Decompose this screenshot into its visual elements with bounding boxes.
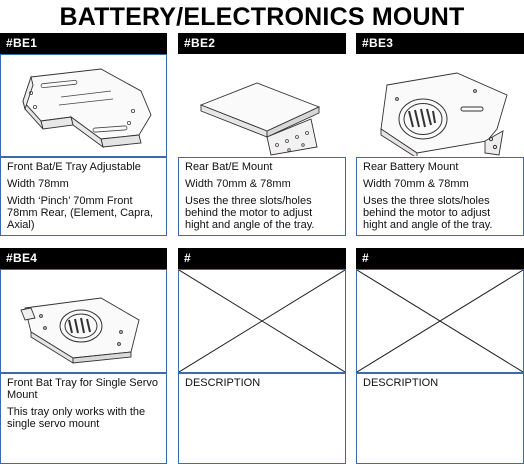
product-card-be2: #BE2 Rear Bat/E Mount Width 70mm & 78mm … <box>178 33 346 236</box>
product-card-be1: #BE1 Front Bat/E Tray Adjustable Width 7… <box>0 33 167 236</box>
description-line: Uses the three slots/holes behind the mo… <box>185 195 315 231</box>
description-line: Width 70mm & 78mm <box>363 178 469 190</box>
image-placeholder <box>178 269 346 373</box>
product-code: # <box>178 248 346 269</box>
product-description: Front Bat Tray for Single Servo Mount Th… <box>0 373 167 464</box>
description-line: Width 78mm <box>7 178 69 190</box>
product-card-be4: #BE4 Front Bat Tray for Single Servo Mou… <box>0 248 167 464</box>
adjustable-tray-drawing <box>22 68 152 149</box>
description-line: Front Bat Tray for Single Servo Mount <box>7 377 159 401</box>
description-line: This tray only works with the single ser… <box>7 406 146 430</box>
empty-image-cross <box>179 270 345 372</box>
product-code: #BE3 <box>356 33 524 54</box>
description-line: Rear Bat/E Mount <box>185 161 273 173</box>
product-description: Rear Bat/E Mount Width 70mm & 78mm Uses … <box>178 157 346 236</box>
product-description: Rear Battery Mount Width 70mm & 78mm Use… <box>356 157 524 236</box>
image-placeholder <box>356 269 524 373</box>
description-line: Front Bat/E Tray Adjustable <box>7 161 141 173</box>
product-code: # <box>356 248 524 269</box>
placeholder-card: # DESCRIPTION <box>178 248 346 464</box>
product-card-be3: #BE3 Rear Battery Mount Width 70mm & 78m… <box>356 33 524 236</box>
product-code: #BE2 <box>178 33 346 54</box>
product-description: Front Bat/E Tray Adjustable Width 78mm W… <box>0 157 167 236</box>
description-line: DESCRIPTION <box>363 377 439 389</box>
product-code: #BE1 <box>0 33 167 54</box>
rear-battery-mount-drawing <box>380 72 508 156</box>
product-image <box>356 54 524 157</box>
placeholder-card: # DESCRIPTION <box>356 248 524 464</box>
description-line: DESCRIPTION <box>185 377 261 389</box>
product-image <box>0 269 167 373</box>
description-line: Rear Battery Mount <box>363 161 459 173</box>
rear-mount-drawing <box>199 82 321 156</box>
description-line: Width ‘Pinch’ 70mm Front 78mm Rear, (Ele… <box>7 195 154 231</box>
single-servo-tray-drawing <box>20 297 140 364</box>
description-line: Width 70mm & 78mm <box>185 178 291 190</box>
description-line: Uses the three slots/holes behind the mo… <box>363 195 493 231</box>
page-title: BATTERY/ELECTRONICS MOUNT <box>59 3 465 31</box>
product-description: DESCRIPTION <box>178 373 346 464</box>
empty-image-cross <box>357 270 523 372</box>
product-code: #BE4 <box>0 248 167 269</box>
product-description: DESCRIPTION <box>356 373 524 464</box>
product-image <box>0 54 167 157</box>
product-image <box>178 54 346 157</box>
